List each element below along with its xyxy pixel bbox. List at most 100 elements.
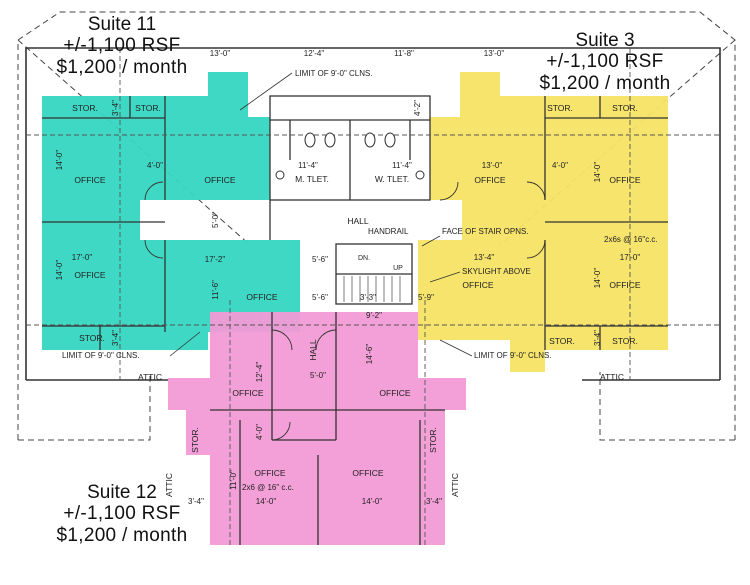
label-limit-right: LIMIT OF 9'-0" CLNS. — [474, 351, 552, 360]
label-office-12d: OFFICE — [352, 468, 383, 478]
dim-12-a: 12'-4" — [255, 362, 264, 383]
dim-3-e: 17'-0" — [620, 253, 641, 262]
suite-3-area — [418, 72, 668, 372]
suite-12-area — [168, 312, 466, 545]
label-stor-3c: STOR. — [549, 336, 575, 346]
label-stud-3: 2x6s @ 16"c.c. — [604, 235, 658, 244]
label-office-11b: OFFICE — [204, 175, 235, 185]
label-stor-3a: STOR. — [547, 103, 573, 113]
suite-11-name: Suite 11 — [87, 14, 157, 35]
label-attic-br: ATTIC — [450, 473, 460, 497]
label-office-12c: OFFICE — [254, 468, 285, 478]
label-office-11c: OFFICE — [74, 270, 105, 280]
label-office-3c: OFFICE — [462, 280, 493, 290]
label-hall: HALL — [347, 216, 369, 226]
dim-11-g: 11'-6" — [211, 280, 220, 300]
dim-st-d: 5'-9" — [418, 293, 434, 302]
dim-11-d: 17'-0" — [72, 253, 93, 262]
dim-3-f: 14'-0" — [593, 268, 602, 289]
label-office-3d: OFFICE — [609, 280, 640, 290]
label-office-11a: OFFICE — [74, 175, 105, 185]
label-stor-3d: STOR. — [612, 336, 638, 346]
dim-st-b: 5'-6" — [312, 293, 328, 302]
label-stor-11b: STOR. — [135, 103, 161, 113]
dim-11-h: 3'-4" — [111, 100, 120, 116]
label-stud-12: 2x6 @ 16" c.c. — [242, 483, 294, 492]
dim-12-b: 5'-0" — [310, 371, 326, 380]
suite-11-area: +/-1,100 RSF — [63, 35, 181, 57]
label-stor-12a: STOR. — [190, 427, 200, 453]
label-attic-right: ATTIC — [600, 372, 624, 382]
label-office-3a: OFFICE — [474, 175, 505, 185]
dimension-labels: 13'-0" 12'-4" 11'-8" 13'-0" 14'-0" 4'-0"… — [55, 49, 640, 506]
suite-3-area: +/-1,100 RSF — [546, 51, 664, 73]
dim-11-b: 4'-0" — [147, 161, 163, 170]
dim-3-a: 13'-0" — [482, 161, 503, 170]
dim-12-g: 14'-0" — [362, 497, 383, 506]
label-attic-left: ATTIC — [138, 372, 162, 382]
label-stor-3b: STOR. — [612, 103, 638, 113]
dim-11-i: 3'-4" — [111, 330, 120, 346]
outer-walls — [25, 47, 721, 381]
label-m-tlet: M. TLET. — [295, 174, 329, 184]
suite-12-area: +/-1,100 RSF — [63, 503, 181, 525]
label-dn: DN. — [358, 255, 370, 262]
toilet-fixtures — [275, 132, 425, 180]
label-attic-bl: ATTIC — [164, 473, 174, 497]
suite-11-area — [42, 72, 300, 350]
dim-3-d: 13'-4" — [474, 253, 495, 262]
stair-treads — [343, 276, 401, 302]
dim-tl-c: 4'-2" — [413, 100, 422, 116]
dim-12-e: 11'-0" — [229, 470, 238, 490]
dim-11-f: 17'-2" — [205, 255, 226, 264]
dim-st-a: 5'-6" — [312, 255, 328, 264]
label-up: UP — [393, 265, 403, 272]
label-handrail: HANDRAIL — [368, 227, 409, 236]
label-stor-11a: STOR. — [72, 103, 98, 113]
label-w-tlet: W. TLET. — [375, 174, 409, 184]
label-office-12a: OFFICE — [232, 388, 263, 398]
door-swings — [144, 181, 546, 441]
dim-top-2: 12'-4" — [304, 49, 325, 58]
dim-12-d: 4'-0" — [255, 424, 264, 440]
suite-12-price: $1,200 / month — [56, 524, 188, 546]
label-stor-12b: STOR. — [428, 427, 438, 453]
room-labels: OFFICE OFFICE OFFICE OFFICE OFFICE OFFIC… — [72, 103, 641, 497]
note-leaders — [169, 72, 473, 357]
interior-walls — [42, 95, 668, 545]
label-office-3b: OFFICE — [609, 175, 640, 185]
dim-top-3: 11'-8" — [394, 49, 414, 58]
label-limit-left: LIMIT OF 9'-0" CLNS. — [62, 351, 140, 360]
suite-3-price: $1,200 / month — [539, 72, 671, 94]
suite-12-name: Suite 12 — [87, 482, 157, 503]
dim-top-4: 13'-0" — [484, 49, 505, 58]
label-office-11d: OFFICE — [246, 292, 277, 302]
dim-12-h: 3'-4" — [188, 497, 204, 506]
label-face-stair: FACE OF STAIR OPNS. — [442, 227, 529, 236]
suite-3-name: Suite 3 — [575, 30, 635, 51]
label-limit-top: LIMIT OF 9'-0" CLNS. — [295, 69, 373, 78]
dim-tl-b: 11'-4" — [392, 161, 412, 170]
dim-11-c: 5'-0" — [211, 212, 220, 228]
dim-3-c: 14'-0" — [593, 162, 602, 183]
label-stor-11c: STOR. — [79, 333, 105, 343]
suite-3-info: Suite 3 +/-1,100 RSF $1,200 / month — [530, 30, 680, 94]
suite-11-price: $1,200 / month — [56, 56, 188, 78]
dim-st-e: 9'-2" — [366, 311, 382, 320]
suite-11-info: Suite 11 +/-1,100 RSF $1,200 / month — [42, 14, 202, 78]
dim-tl-a: 11'-4" — [298, 161, 318, 170]
dim-top-1: 13'-0" — [210, 49, 231, 58]
dashed-lines — [26, 48, 720, 545]
note-labels: HANDRAIL FACE OF STAIR OPNS. SKYLIGHT AB… — [62, 69, 658, 492]
suite-12-info: Suite 12 +/-1,100 RSF $1,200 / month — [42, 482, 202, 546]
dim-11-a: 14'-0" — [55, 150, 64, 171]
dim-3-g: 3'-4" — [593, 330, 602, 346]
dim-12-i: 3'-4" — [426, 497, 442, 506]
dim-3-b: 4'-0" — [552, 161, 568, 170]
label-hall-2: HALL — [308, 339, 318, 361]
dim-12-c: 14'-6" — [365, 344, 374, 365]
label-skylight: SKYLIGHT ABOVE — [462, 267, 531, 276]
label-office-12b: OFFICE — [379, 388, 410, 398]
